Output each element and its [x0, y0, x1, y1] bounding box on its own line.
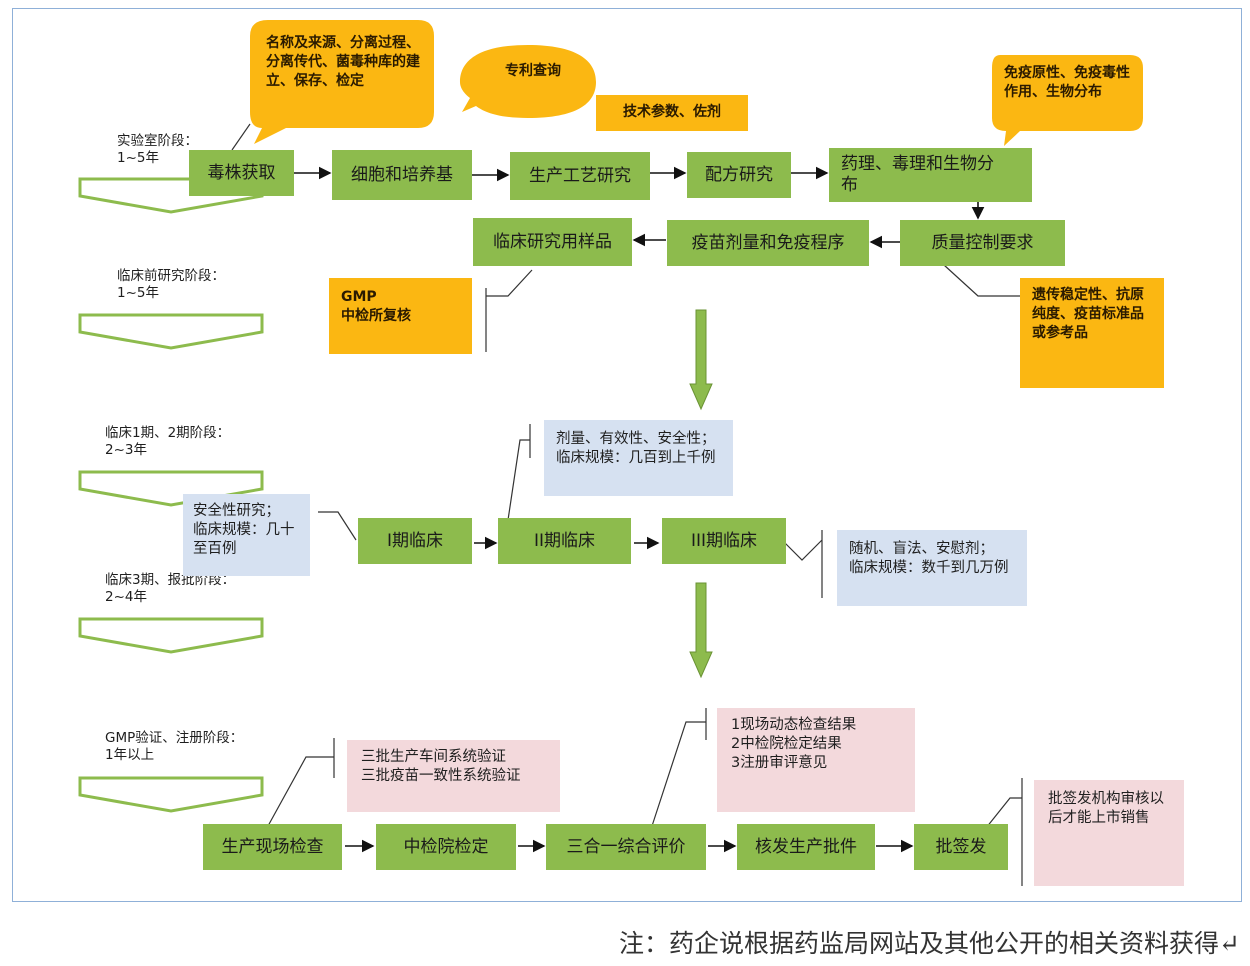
bubble-patent [460, 45, 596, 118]
bracket-release [985, 778, 1023, 886]
bracket-validation [267, 738, 335, 827]
leader-genetic [943, 264, 1020, 297]
stage-label-clinical3: 临床3期、报批阶段： 2~4年 [105, 572, 236, 605]
stage-label-lab: 实验室阶段： 1~5年 [117, 133, 198, 166]
step-dose-schedule: 疫苗剂量和免疫程序 [667, 220, 869, 266]
callout-phase3-info: 随机、盲法、安慰剂； 临床规模：数千到几万例 [837, 530, 1027, 606]
step-production-license: 核发生产批件 [737, 824, 875, 870]
step-cell-medium: 细胞和培养基 [332, 150, 472, 200]
step-process-research: 生产工艺研究 [510, 152, 650, 200]
callout-phase1-info: 安全性研究； 临床规模：几十至百例 [183, 494, 310, 576]
bracket-gmp [485, 269, 533, 352]
bracket-p3 [781, 530, 823, 598]
stage-label-clinical12: 临床1期、2期阶段： 2~3年 [105, 425, 231, 458]
step-site-inspection: 生产现场检查 [203, 824, 342, 870]
stage-label-preclinical: 临床前研究阶段： 1~5年 [117, 268, 225, 301]
step-quality-control: 质量控制要求 [900, 220, 1065, 266]
callout-release: 批签发机构审核以后才能上市销售 [1034, 780, 1184, 886]
stage-chevron-preclinical [78, 313, 264, 350]
callout-gmp-review: GMP 中检所复核 [329, 278, 472, 354]
callout-tech: 技术参数、佐剂 [596, 95, 748, 131]
stage-down-arrow-1 [689, 309, 713, 411]
step-strain: 毒株获取 [189, 150, 294, 196]
stage-down-arrow-2 [689, 582, 713, 679]
step-formula-research: 配方研究 [687, 152, 791, 198]
step-phase3: III期临床 [662, 518, 786, 564]
callout-phase2-info: 剂量、有效性、安全性； 临床规模：几百到上千例 [544, 420, 733, 496]
step-phase1: I期临床 [358, 518, 472, 564]
bracket-p2 [507, 424, 531, 521]
diagram-frame [12, 8, 1242, 902]
callout-immuno: 免疫原性、免疫毒性作用、生物分布 [1004, 65, 1130, 100]
callout-patent: 专利查询 [505, 63, 561, 79]
step-phase2: II期临床 [498, 518, 631, 564]
callout-genetic: 遗传稳定性、抗原纯度、疫苗标准品或参考品 [1020, 278, 1164, 388]
bracket-evaluation [651, 708, 707, 827]
step-clinical-sample: 临床研究用样品 [473, 218, 632, 266]
step-nicpbp-test: 中检院检定 [376, 824, 516, 870]
step-three-in-one: 三合一综合评价 [546, 824, 706, 870]
stage-chevron-gmp [78, 776, 264, 813]
footer-note: 注：药企说根据药监局网站及其他公开的相关资料获得↵ [619, 929, 1240, 958]
stage-label-gmp: GMP验证、注册阶段： 1年以上 [105, 730, 244, 763]
stage-chevron-clinical3 [78, 617, 264, 654]
step-batch-release: 批签发 [914, 824, 1008, 870]
bubble-strain-info [250, 20, 434, 144]
callout-strain-info: 名称及来源、分离过程、分离传代、菌毒种库的建立、保存、检定 [266, 35, 420, 89]
bubble-immuno [992, 55, 1143, 146]
callout-validation: 三批生产车间系统验证 三批疫苗一致性系统验证 [347, 740, 560, 812]
step-pharmacology: 药理、毒理和生物分 布 [829, 148, 1032, 202]
leader-stage-strain [231, 123, 251, 151]
leader-p1 [318, 511, 357, 541]
callout-evaluation: 1现场动态检查结果 2中检院检定结果 3注册审评意见 [717, 708, 915, 812]
